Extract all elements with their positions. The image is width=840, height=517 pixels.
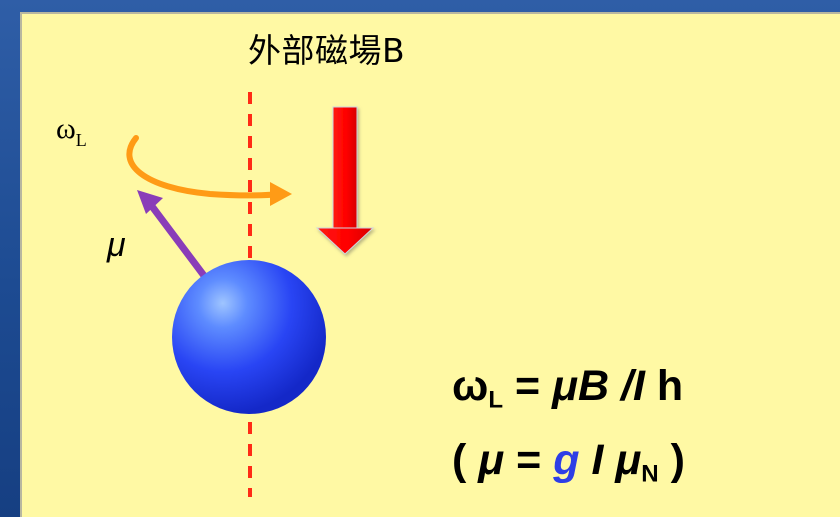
equation-moment-definition: ( μ = g I μN ) [452, 439, 685, 487]
eq2-g: g [553, 436, 580, 484]
eq2-I: I [579, 436, 616, 484]
eq1-mu: μ [552, 362, 578, 410]
eq1-slash-I: /I [609, 362, 645, 410]
magnetic-field-arrow [315, 106, 375, 255]
eq2-close: ) [658, 436, 685, 484]
omega-subscript: L [75, 130, 87, 151]
magnetic-moment-arrow [137, 190, 215, 289]
eq1-h: h [644, 362, 684, 410]
omega-symbol: ω [56, 112, 76, 145]
eq2-mu-n: μ [615, 436, 642, 484]
eq1-equals: = [503, 362, 553, 410]
magnetic-field-label: 外部磁場B [248, 31, 406, 70]
larmor-frequency-label: ωL [56, 112, 87, 151]
eq2-mu: μ [478, 436, 505, 484]
eq1-omega: ω [452, 362, 489, 410]
eq1-subscript: L [488, 386, 504, 414]
precession-arrow [126, 135, 292, 206]
eq1-B: B [578, 362, 610, 410]
equation-larmor: ωL = μB /I h [452, 365, 683, 413]
diagram-panel [20, 12, 840, 517]
particle-sphere [172, 260, 326, 414]
eq2-subscript: N [641, 460, 659, 488]
eq2-open: ( [452, 436, 479, 484]
eq2-equals: = [504, 436, 554, 484]
magnetic-moment-label: μ [107, 226, 126, 264]
